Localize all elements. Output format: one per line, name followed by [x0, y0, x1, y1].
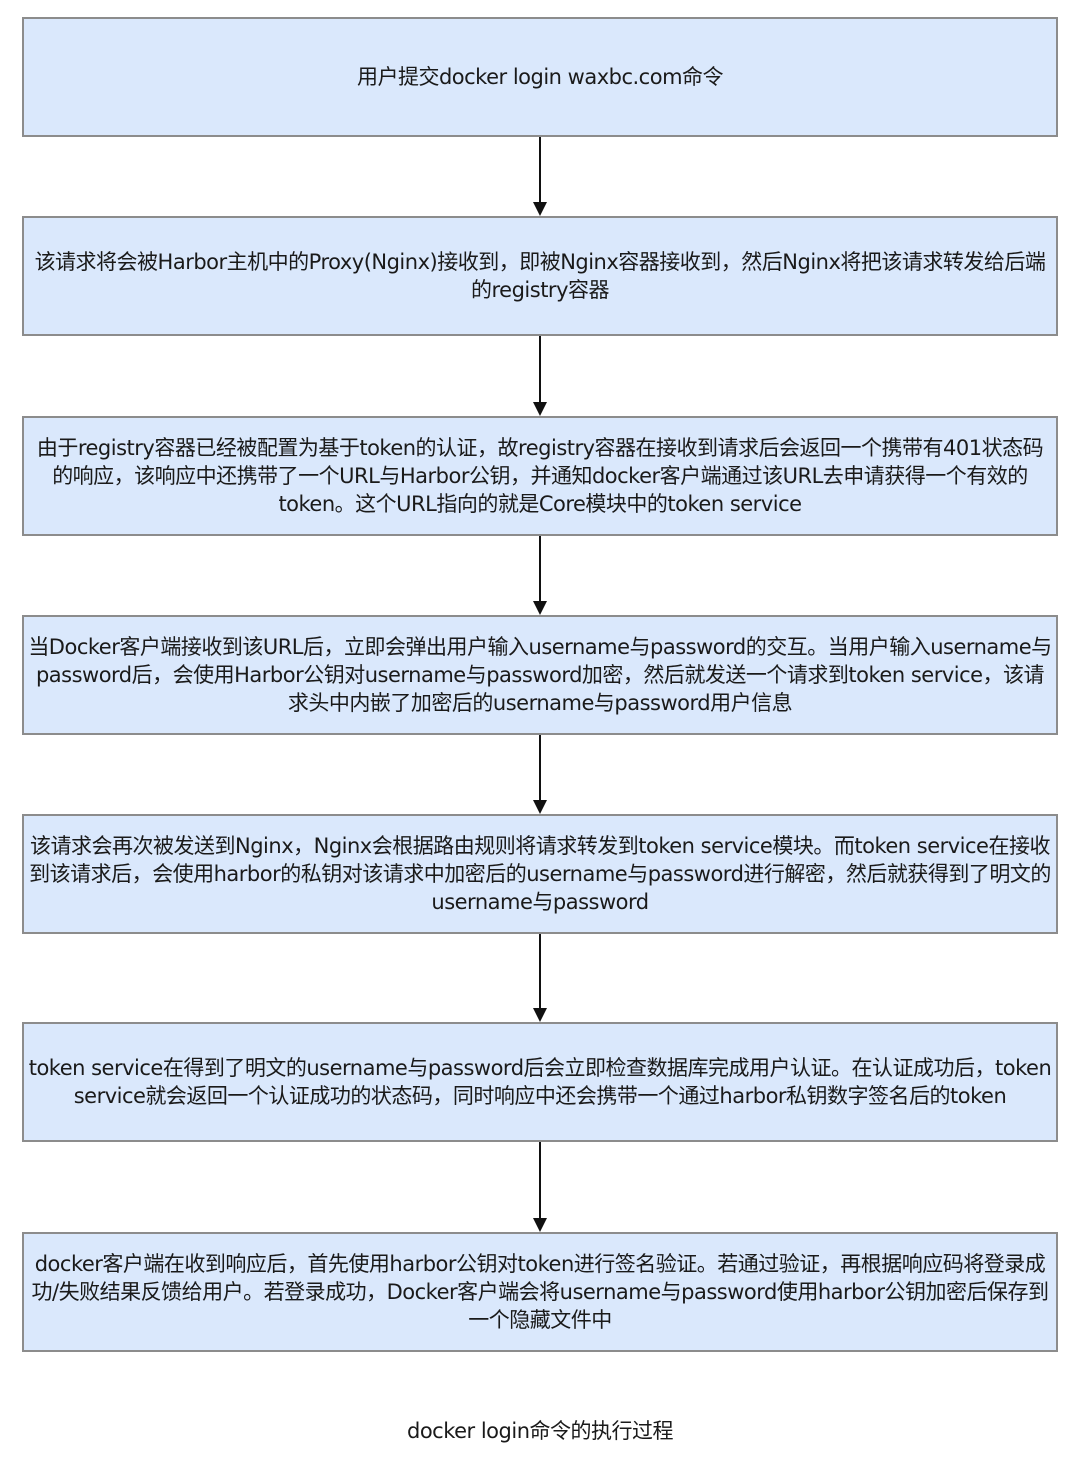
flow-step-5-text: 该请求会再次被发送到Nginx，Nginx会根据路由规则将请求转发到token …: [29, 834, 1051, 914]
arrow-1-to-2: [533, 137, 547, 216]
flow-step-4: 当Docker客户端接收到该URL后，立即会弹出用户输入username与pas…: [22, 615, 1058, 735]
flow-step-5: 该请求会再次被发送到Nginx，Nginx会根据路由规则将请求转发到token …: [22, 814, 1058, 934]
arrowhead-icon: [533, 800, 547, 814]
flow-step-6: token service在得到了明文的username与password后会立…: [22, 1022, 1058, 1142]
arrow-4-to-5: [533, 735, 547, 814]
arrowhead-icon: [533, 202, 547, 216]
arrowhead-icon: [533, 1008, 547, 1022]
arrow-2-to-3: [533, 336, 547, 416]
arrow-6-to-7: [533, 1142, 547, 1232]
flow-step-1-text: 用户提交docker login waxbc.com命令: [356, 65, 724, 89]
flow-step-3-text: 由于registry容器已经被配置为基于token的认证，故registry容器…: [36, 436, 1044, 516]
arrowhead-icon: [533, 601, 547, 615]
arrowhead-icon: [533, 1218, 547, 1232]
flow-step-1: 用户提交docker login waxbc.com命令: [22, 17, 1058, 137]
diagram-caption: docker login命令的执行过程: [406, 1419, 674, 1443]
flow-step-2-text: 该请求将会被Harbor主机中的Proxy(Nginx)接收到，即被Nginx容…: [34, 250, 1046, 302]
arrow-3-to-4: [533, 536, 547, 615]
arrow-5-to-6: [533, 934, 547, 1022]
flow-step-4-text: 当Docker客户端接收到该URL后，立即会弹出用户输入username与pas…: [28, 635, 1052, 715]
flow-step-3: 由于registry容器已经被配置为基于token的认证，故registry容器…: [22, 416, 1058, 536]
flow-step-7-text: docker客户端在收到响应后，首先使用harbor公钥对token进行签名验证…: [31, 1252, 1049, 1332]
flow-step-7: docker客户端在收到响应后，首先使用harbor公钥对token进行签名验证…: [22, 1232, 1058, 1352]
arrowhead-icon: [533, 402, 547, 416]
flow-step-6-text: token service在得到了明文的username与password后会立…: [28, 1056, 1052, 1108]
flow-step-2: 该请求将会被Harbor主机中的Proxy(Nginx)接收到，即被Nginx容…: [22, 216, 1058, 336]
